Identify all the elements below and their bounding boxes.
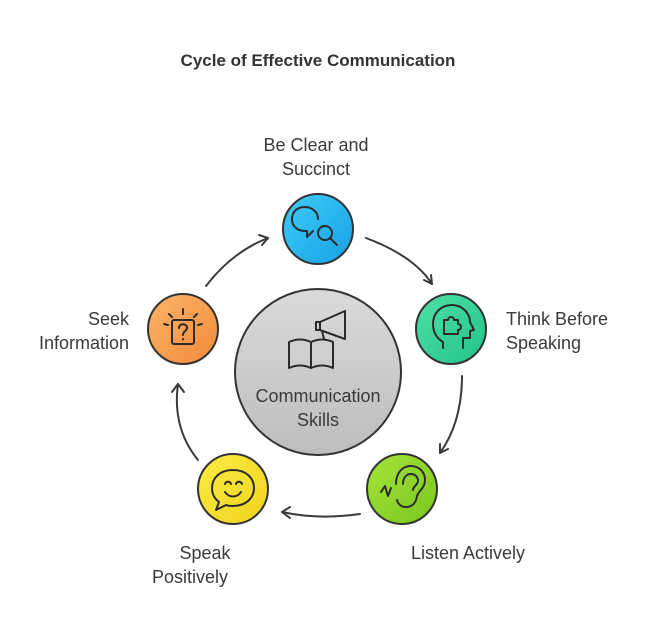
center-label-line2: Skills	[297, 410, 339, 430]
step-seek-label-line2: Information	[39, 333, 129, 353]
step-listen-circle	[366, 453, 438, 525]
step-think-label-line1: Think Before	[506, 309, 608, 329]
page-title: Cycle of Effective Communication	[181, 51, 456, 70]
smile-chat-icon	[211, 469, 255, 511]
center-label-line1: Communication	[255, 386, 380, 406]
step-be-clear-label-line2: Succinct	[282, 159, 350, 179]
step-seek-circle	[147, 293, 219, 365]
arrow-seek-to-clear	[205, 234, 269, 287]
step-listen: Listen Actively	[366, 453, 525, 563]
arrow-listen-to-speak	[281, 506, 361, 519]
step-seek: Seek Information	[39, 293, 219, 365]
arrow-think-to-listen	[439, 375, 463, 454]
cycle-arrows	[171, 234, 463, 519]
arrow-speak-to-seek	[171, 383, 199, 461]
center-node: Communication Skills	[234, 288, 402, 456]
step-speak-circle	[197, 453, 269, 525]
head-puzzle-icon	[432, 304, 475, 349]
step-be-clear: Be Clear and Succinct	[263, 135, 369, 265]
step-speak-label-line2: Positively	[152, 567, 228, 587]
center-circle	[234, 288, 402, 456]
step-seek-label-line1: Seek	[88, 309, 130, 329]
step-speak: Speak Positively	[152, 453, 269, 587]
step-be-clear-label-line1: Be Clear and	[263, 135, 368, 155]
step-listen-label-line1: Listen Actively	[411, 543, 525, 563]
question-note-icon	[163, 308, 203, 345]
ear-icon	[380, 465, 426, 508]
book-megaphone-icon	[288, 310, 346, 369]
step-speak-label-line1: Speak	[179, 543, 231, 563]
step-be-clear-circle	[282, 193, 354, 265]
arrow-clear-to-think	[365, 237, 433, 285]
step-think: Think Before Speaking	[415, 293, 608, 365]
step-think-label-line2: Speaking	[506, 333, 581, 353]
step-think-circle	[415, 293, 487, 365]
chat-magnifier-icon	[291, 206, 338, 246]
